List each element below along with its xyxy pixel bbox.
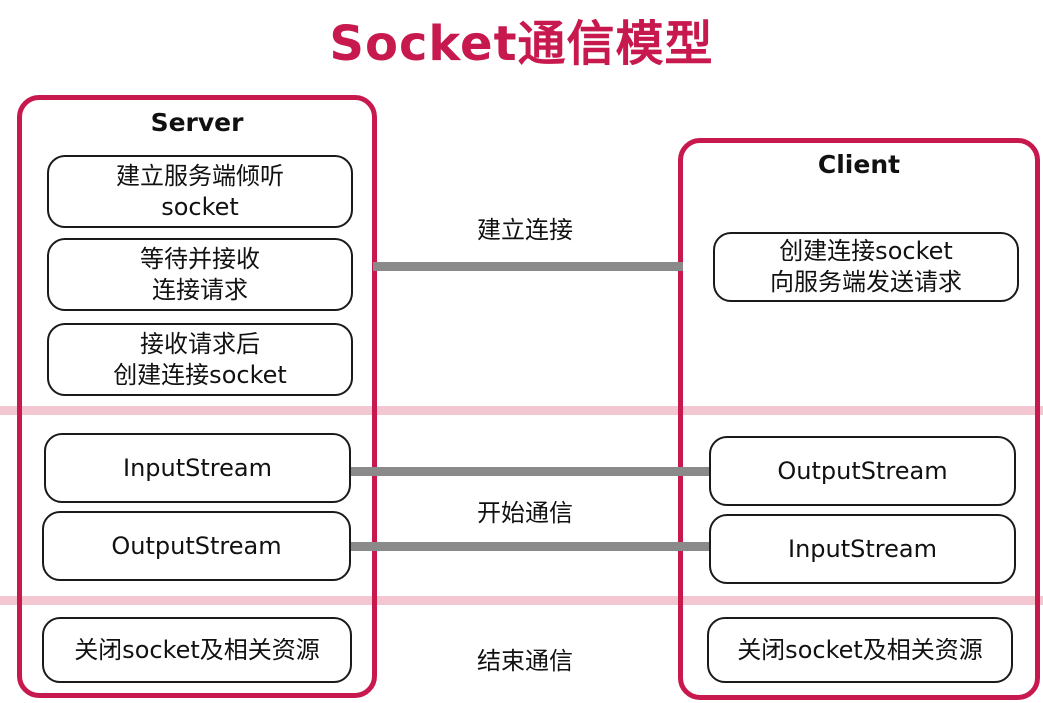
server-step-accept-request: 等待并接收 连接请求 xyxy=(47,238,353,311)
server-step-listen-socket: 建立服务端倾听 socket xyxy=(47,155,353,228)
client-output-stream: OutputStream xyxy=(709,436,1016,506)
client-close-resources: 关闭socket及相关资源 xyxy=(707,617,1013,683)
phase-divider-top xyxy=(0,406,1043,415)
server-input-stream: InputStream xyxy=(44,433,351,503)
phase-label-communicate: 开始通信 xyxy=(477,499,573,527)
client-panel xyxy=(678,138,1040,700)
server-input-client-output-link xyxy=(351,467,709,476)
client-step-create-socket-send-request: 创建连接socket 向服务端发送请求 xyxy=(713,232,1019,302)
server-output-client-input-link xyxy=(351,542,709,551)
client-input-stream: InputStream xyxy=(709,514,1016,584)
server-label: Server xyxy=(150,108,244,137)
phase-divider-bottom xyxy=(0,596,1043,605)
server-panel xyxy=(17,95,377,698)
diagram-title: Socket通信模型 xyxy=(329,16,714,72)
server-close-resources: 关闭socket及相关资源 xyxy=(42,617,352,683)
connect-link xyxy=(373,262,683,271)
phase-label-connect: 建立连接 xyxy=(477,216,573,244)
client-label: Client xyxy=(817,150,901,179)
server-output-stream: OutputStream xyxy=(42,511,351,581)
phase-label-end: 结束通信 xyxy=(477,647,573,675)
server-step-create-connection-socket: 接收请求后 创建连接socket xyxy=(47,323,353,396)
